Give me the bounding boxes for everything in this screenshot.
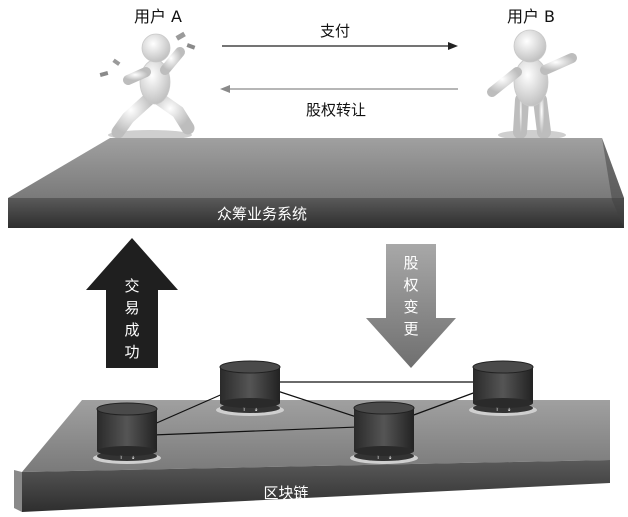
blockchain-platform-label: 区块链 — [263, 484, 308, 502]
trade-success-arrow — [86, 238, 178, 368]
blockchain-node-icon: ↑ ↓ — [216, 360, 284, 416]
blockchain-node-icon: ↑ ↓ — [469, 360, 537, 416]
equity-transfer-label: 股权转让 — [306, 101, 366, 119]
svg-text:↓: ↓ — [130, 454, 135, 461]
trade-success-char: 交 — [124, 277, 139, 295]
user-b-label: 用户 B — [507, 7, 555, 26]
trade-success-text: 交 易 成 功 — [124, 277, 139, 361]
user-a-label: 用户 A — [134, 7, 182, 26]
trade-success-char: 成 — [124, 321, 139, 339]
pay-arrow — [222, 42, 458, 50]
equity-change-char: 变 — [403, 298, 418, 316]
person-a-icon — [95, 31, 196, 156]
crowdfunding-platform — [8, 138, 624, 228]
svg-text:↓: ↓ — [387, 454, 392, 461]
pay-label: 支付 — [320, 22, 350, 40]
svg-text:↑: ↑ — [118, 454, 123, 461]
svg-text:↑: ↑ — [241, 406, 246, 413]
blockchain-node-icon: ↑ ↓ — [93, 402, 161, 464]
svg-text:↑: ↑ — [375, 454, 380, 461]
equity-transfer-arrow — [220, 85, 458, 93]
equity-change-char: 权 — [403, 276, 418, 294]
trade-success-char: 功 — [124, 343, 139, 361]
equity-change-char: 股 — [403, 254, 418, 272]
svg-text:↓: ↓ — [506, 406, 511, 413]
equity-change-arrow — [366, 244, 456, 368]
crowdfunding-platform-label: 众筹业务系统 — [217, 205, 307, 223]
svg-text:↑: ↑ — [494, 406, 499, 413]
equity-change-char: 更 — [403, 320, 418, 338]
svg-text:↓: ↓ — [253, 406, 258, 413]
equity-change-text: 股 权 变 更 — [403, 254, 418, 338]
blockchain-node-icon: ↑ ↓ — [350, 401, 418, 464]
person-b-icon — [487, 29, 577, 140]
trade-success-char: 易 — [124, 299, 139, 317]
